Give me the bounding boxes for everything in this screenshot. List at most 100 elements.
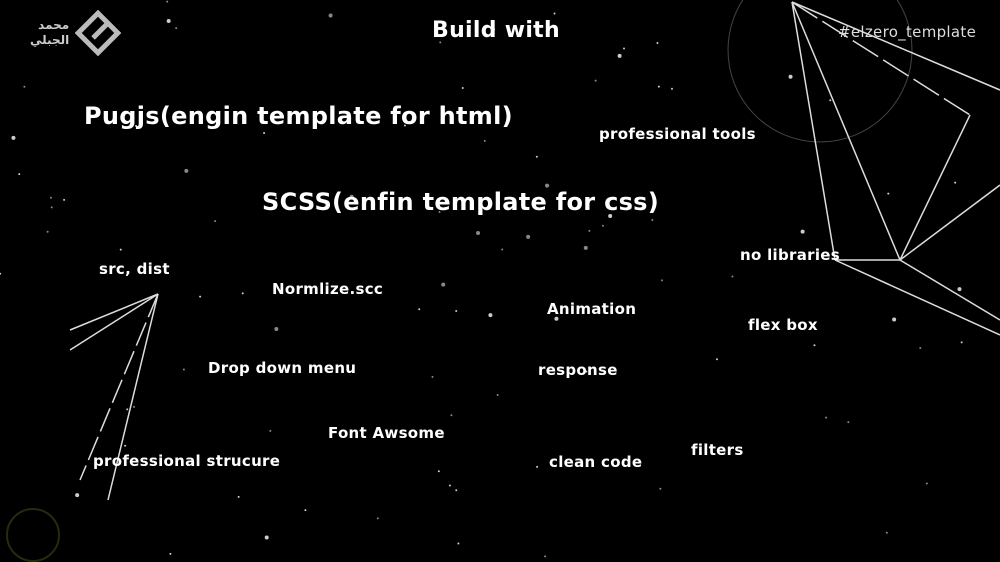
- star: [418, 308, 421, 311]
- item-fontawesome: Font Awsome: [328, 424, 445, 442]
- star: [49, 196, 52, 199]
- star: [800, 229, 805, 234]
- star: [825, 416, 828, 419]
- star: [441, 282, 446, 287]
- star: [166, 19, 171, 24]
- star: [264, 535, 269, 540]
- star: [483, 139, 486, 142]
- star: [241, 292, 244, 295]
- star: [544, 555, 547, 558]
- star: [175, 27, 178, 30]
- star: [496, 393, 499, 396]
- star: [448, 484, 451, 487]
- star: [184, 168, 189, 173]
- star: [829, 99, 832, 102]
- star: [892, 317, 897, 322]
- star: [0, 272, 2, 275]
- star: [376, 517, 379, 520]
- star: [887, 192, 890, 195]
- item-response: response: [538, 361, 618, 379]
- star: [617, 53, 622, 58]
- star: [847, 421, 850, 424]
- star: [670, 87, 673, 90]
- star: [553, 12, 556, 15]
- item-normalize: Normlize.scc: [272, 280, 384, 298]
- star: [885, 531, 888, 534]
- star: [583, 245, 588, 250]
- star: [199, 295, 202, 298]
- item-dropdown: Drop down menu: [208, 359, 357, 377]
- item-structure: professional strucure: [93, 452, 281, 470]
- item-src: src, dist: [99, 260, 170, 278]
- item-tools: professional tools: [599, 125, 756, 143]
- logo-line1: محمد: [38, 18, 70, 32]
- watermark-logo: [6, 508, 60, 562]
- star: [813, 344, 816, 347]
- star: [455, 309, 458, 312]
- star: [439, 41, 442, 44]
- star: [23, 85, 26, 88]
- item-flex: flex box: [748, 316, 818, 334]
- star: [437, 470, 440, 473]
- item-scss: SCSS(enfin template for css): [262, 188, 660, 216]
- star: [349, 194, 354, 199]
- star: [457, 542, 460, 545]
- star: [328, 13, 333, 18]
- star: [488, 313, 493, 318]
- star: [269, 429, 272, 432]
- logo-line2: الجبلي: [30, 33, 70, 47]
- star: [656, 42, 659, 45]
- star: [554, 316, 559, 321]
- star: [661, 279, 664, 282]
- star: [263, 132, 266, 135]
- star: [715, 358, 718, 361]
- star: [501, 248, 504, 251]
- star: [476, 231, 481, 236]
- star: [304, 509, 307, 512]
- star: [237, 495, 240, 498]
- star: [659, 487, 662, 490]
- star: [954, 181, 957, 184]
- star: [788, 74, 793, 79]
- star: [124, 444, 127, 447]
- star: [545, 183, 550, 188]
- item-pug: Pugjs(engin template for html): [84, 102, 513, 130]
- item-nolib: no libraries: [740, 246, 840, 264]
- star: [601, 224, 604, 227]
- star: [960, 341, 963, 344]
- star: [18, 173, 21, 176]
- logo-text: محمد الجبلي: [30, 18, 69, 48]
- star: [274, 327, 279, 332]
- brand-logo: محمد الجبلي: [30, 10, 122, 56]
- star: [46, 230, 49, 233]
- star: [585, 370, 588, 373]
- star: [731, 275, 734, 278]
- item-animation: Animation: [547, 300, 637, 318]
- star: [657, 85, 660, 88]
- star: [629, 207, 632, 210]
- star: [925, 482, 928, 485]
- hashtag: #elzero_template: [838, 23, 977, 41]
- slide-title: Build with: [432, 18, 560, 43]
- star: [119, 248, 122, 251]
- star: [431, 375, 434, 378]
- star: [535, 155, 538, 158]
- star: [588, 229, 591, 232]
- star: [455, 489, 458, 492]
- star: [275, 197, 278, 200]
- star: [461, 86, 464, 89]
- star: [126, 408, 129, 411]
- star: [75, 493, 80, 498]
- star: [608, 213, 613, 218]
- item-clean: clean code: [549, 453, 643, 471]
- star: [135, 124, 138, 127]
- star: [623, 47, 626, 50]
- star: [214, 220, 217, 223]
- star: [651, 218, 654, 221]
- star: [166, 0, 169, 3]
- star: [919, 347, 922, 350]
- logo-mark-icon: [75, 10, 122, 56]
- star: [438, 210, 441, 213]
